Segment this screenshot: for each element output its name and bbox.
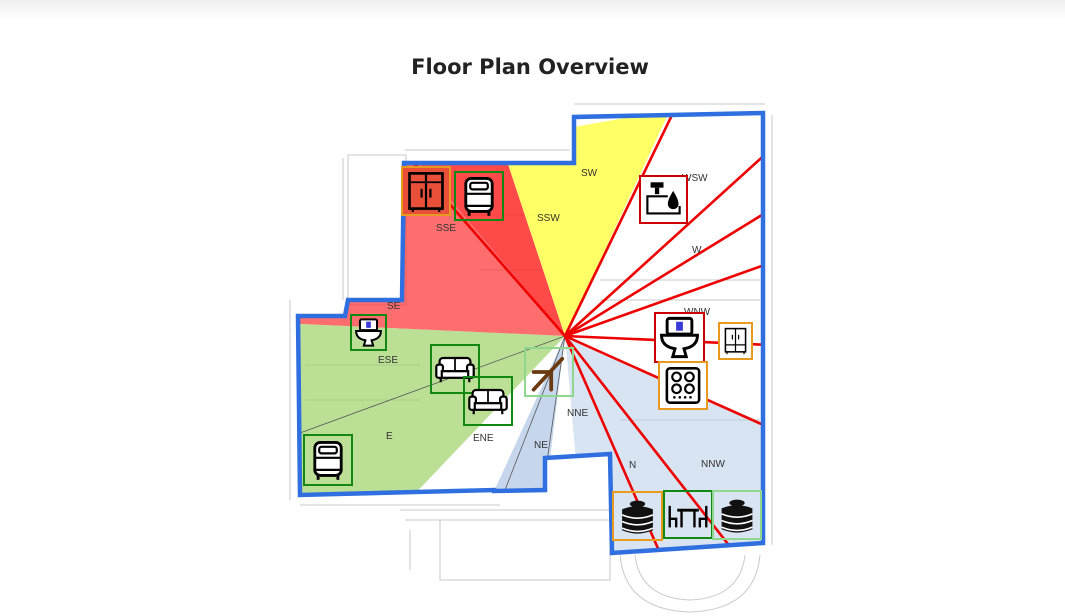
dir-label-e: E [386,431,393,442]
dir-label-sse: SSE [436,223,456,234]
water-tank-icon [612,491,663,541]
bed-icon [454,171,504,221]
dir-label-sw: SW [581,168,598,179]
water-tank-icon [712,490,762,540]
entrance-icon [524,347,574,397]
zone-ssw-yellow [500,113,670,336]
dir-label-nnw: NNW [701,459,725,470]
fixture-icons [303,166,762,541]
cabinet-icon [718,322,753,360]
bed-icon [303,434,353,486]
wardrobe-icon [401,166,451,216]
toilet-icon [654,312,705,363]
dir-label-nne: NNE [567,408,588,419]
toilet-icon [350,314,387,351]
dir-label-ssw: SSW [537,213,560,224]
house-outline [295,110,766,556]
sofa-icon [430,344,480,394]
dir-label-w: W [692,245,702,256]
dir-label-se: SE [387,301,401,312]
dir-label-wsw: WSW [682,173,708,184]
washbasin-icon [639,175,688,224]
direction-labels: N NNE NE ENE E ESE SE SSE SSW SW WSW W W… [378,168,725,471]
dir-label-n: N [629,460,636,471]
dir-label-ene: ENE [473,433,494,444]
sofa-icon [463,376,513,426]
page-title: Floor Plan Overview [411,55,649,79]
dir-label-ne: NE [534,440,548,451]
browser-top-strip [0,0,1065,20]
dir-label-ese: ESE [378,355,398,366]
stove-icon [658,361,708,410]
